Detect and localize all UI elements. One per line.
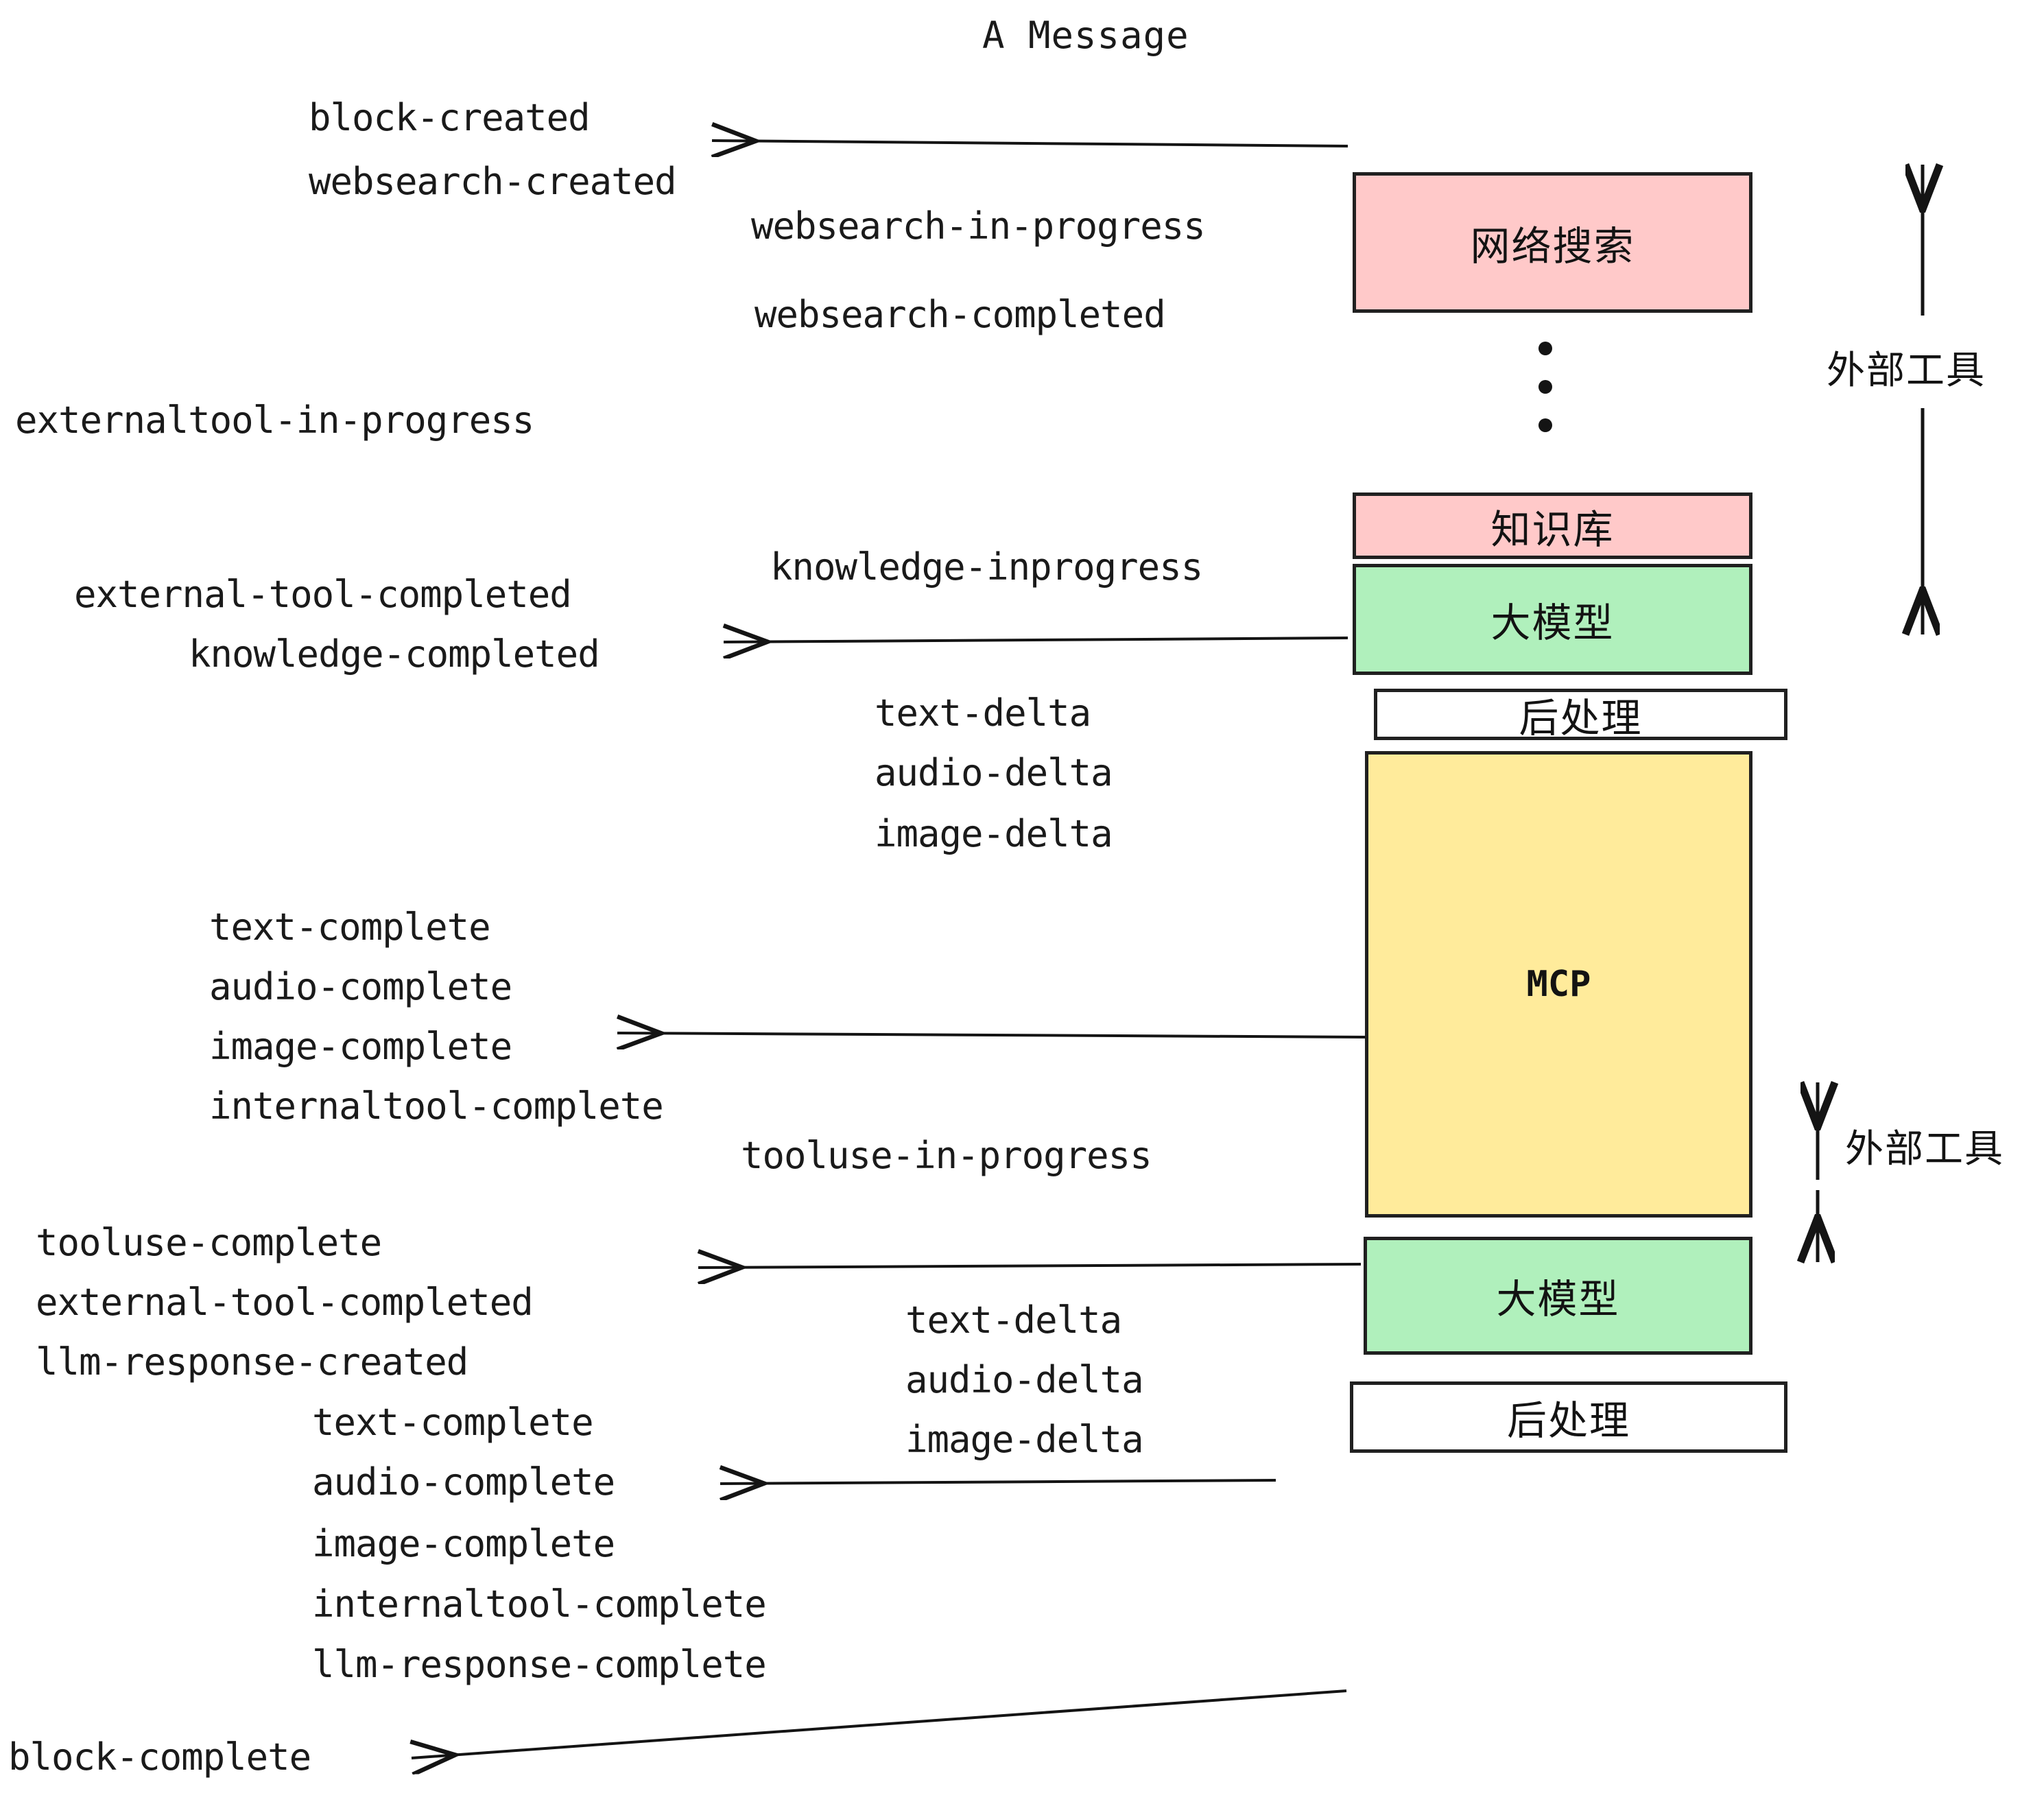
arrow-websearch-to-block-created bbox=[712, 141, 1348, 146]
node-websearch-label: 网络搜索 bbox=[1470, 222, 1635, 270]
event-label-websearch-completed: websearch-completed bbox=[754, 293, 1166, 336]
event-label-audio-complete-2: audio-complete bbox=[312, 1460, 615, 1504]
event-label-image-delta-1: image-delta bbox=[875, 812, 1113, 855]
event-label-text-complete-2: text-complete bbox=[312, 1401, 594, 1444]
event-label-tooluse-complete: tooluse-complete bbox=[36, 1221, 382, 1264]
ellipsis-dots bbox=[1538, 342, 1552, 457]
arrow-llm2-to-audio-complete bbox=[720, 1480, 1276, 1484]
event-label-block-created: block-created bbox=[309, 96, 591, 139]
node-postproc-2-label: 后处理 bbox=[1506, 1397, 1630, 1444]
event-label-external-tool-completed: external-tool-completed bbox=[74, 573, 572, 616]
event-label-image-complete-2: image-complete bbox=[312, 1522, 615, 1565]
dot-2 bbox=[1538, 380, 1552, 394]
event-label-audio-complete-1: audio-complete bbox=[209, 965, 512, 1008]
event-label-knowledge-inprogress: knowledge-inprogress bbox=[770, 545, 1203, 589]
event-label-text-delta-1: text-delta bbox=[875, 691, 1091, 735]
event-label-externaltool-in-progress: externaltool-in-progress bbox=[15, 399, 534, 442]
event-label-audio-delta-1: audio-delta bbox=[875, 751, 1113, 794]
bracket-label-external-tools-bottom: 外部工具 bbox=[1845, 1127, 2004, 1172]
event-label-external-tool-completed-2: external-tool-completed bbox=[36, 1281, 534, 1324]
arrow-postproc2-to-block-complete bbox=[412, 1689, 1347, 1758]
event-label-tooluse-in-progress: tooluse-in-progress bbox=[741, 1134, 1152, 1177]
dot-1 bbox=[1538, 342, 1552, 355]
event-label-websearch-in-progress: websearch-in-progress bbox=[751, 204, 1206, 248]
event-label-text-delta-2: text-delta bbox=[905, 1298, 1122, 1342]
node-llm-1-label: 大模型 bbox=[1490, 600, 1615, 646]
arrow-knowledge-to-completed bbox=[724, 638, 1348, 642]
event-label-internaltool-complete-1: internaltool-complete bbox=[209, 1084, 664, 1128]
event-label-internaltool-complete-2: internaltool-complete bbox=[312, 1582, 767, 1626]
node-knowledge-label: 知识库 bbox=[1490, 506, 1615, 553]
event-label-knowledge-completed: knowledge-completed bbox=[189, 632, 600, 676]
event-label-llm-response-complete: llm-response-complete bbox=[312, 1643, 767, 1686]
node-mcp[interactable]: MCP bbox=[1365, 751, 1752, 1218]
event-label-image-complete-1: image-complete bbox=[209, 1025, 512, 1068]
node-llm-1[interactable]: 大模型 bbox=[1353, 564, 1752, 675]
page-title: A Message bbox=[982, 14, 1189, 57]
event-label-websearch-created: websearch-created bbox=[309, 160, 677, 203]
event-label-llm-response-created: llm-response-created bbox=[36, 1340, 468, 1384]
node-llm-2[interactable]: 大模型 bbox=[1364, 1237, 1752, 1355]
event-label-audio-delta-2: audio-delta bbox=[905, 1358, 1144, 1401]
node-postproc-1-label: 后处理 bbox=[1519, 694, 1643, 741]
node-postproc-2[interactable]: 后处理 bbox=[1350, 1381, 1787, 1453]
node-mcp-label: MCP bbox=[1526, 964, 1591, 1005]
node-postproc-1[interactable]: 后处理 bbox=[1374, 689, 1787, 741]
event-label-image-delta-2: image-delta bbox=[905, 1418, 1144, 1461]
node-knowledge[interactable]: 知识库 bbox=[1353, 492, 1752, 559]
dot-3 bbox=[1538, 418, 1552, 432]
arrow-postproc1-to-image-complete bbox=[617, 1033, 1369, 1037]
event-label-block-complete: block-complete bbox=[8, 1735, 311, 1779]
arrow-mcp-to-tooluse-complete bbox=[698, 1264, 1362, 1268]
node-llm-2-label: 大模型 bbox=[1496, 1276, 1620, 1322]
event-label-text-complete-1: text-complete bbox=[209, 905, 491, 949]
node-websearch[interactable]: 网络搜索 bbox=[1353, 172, 1752, 313]
bracket-label-external-tools-top: 外部工具 bbox=[1827, 348, 1986, 393]
